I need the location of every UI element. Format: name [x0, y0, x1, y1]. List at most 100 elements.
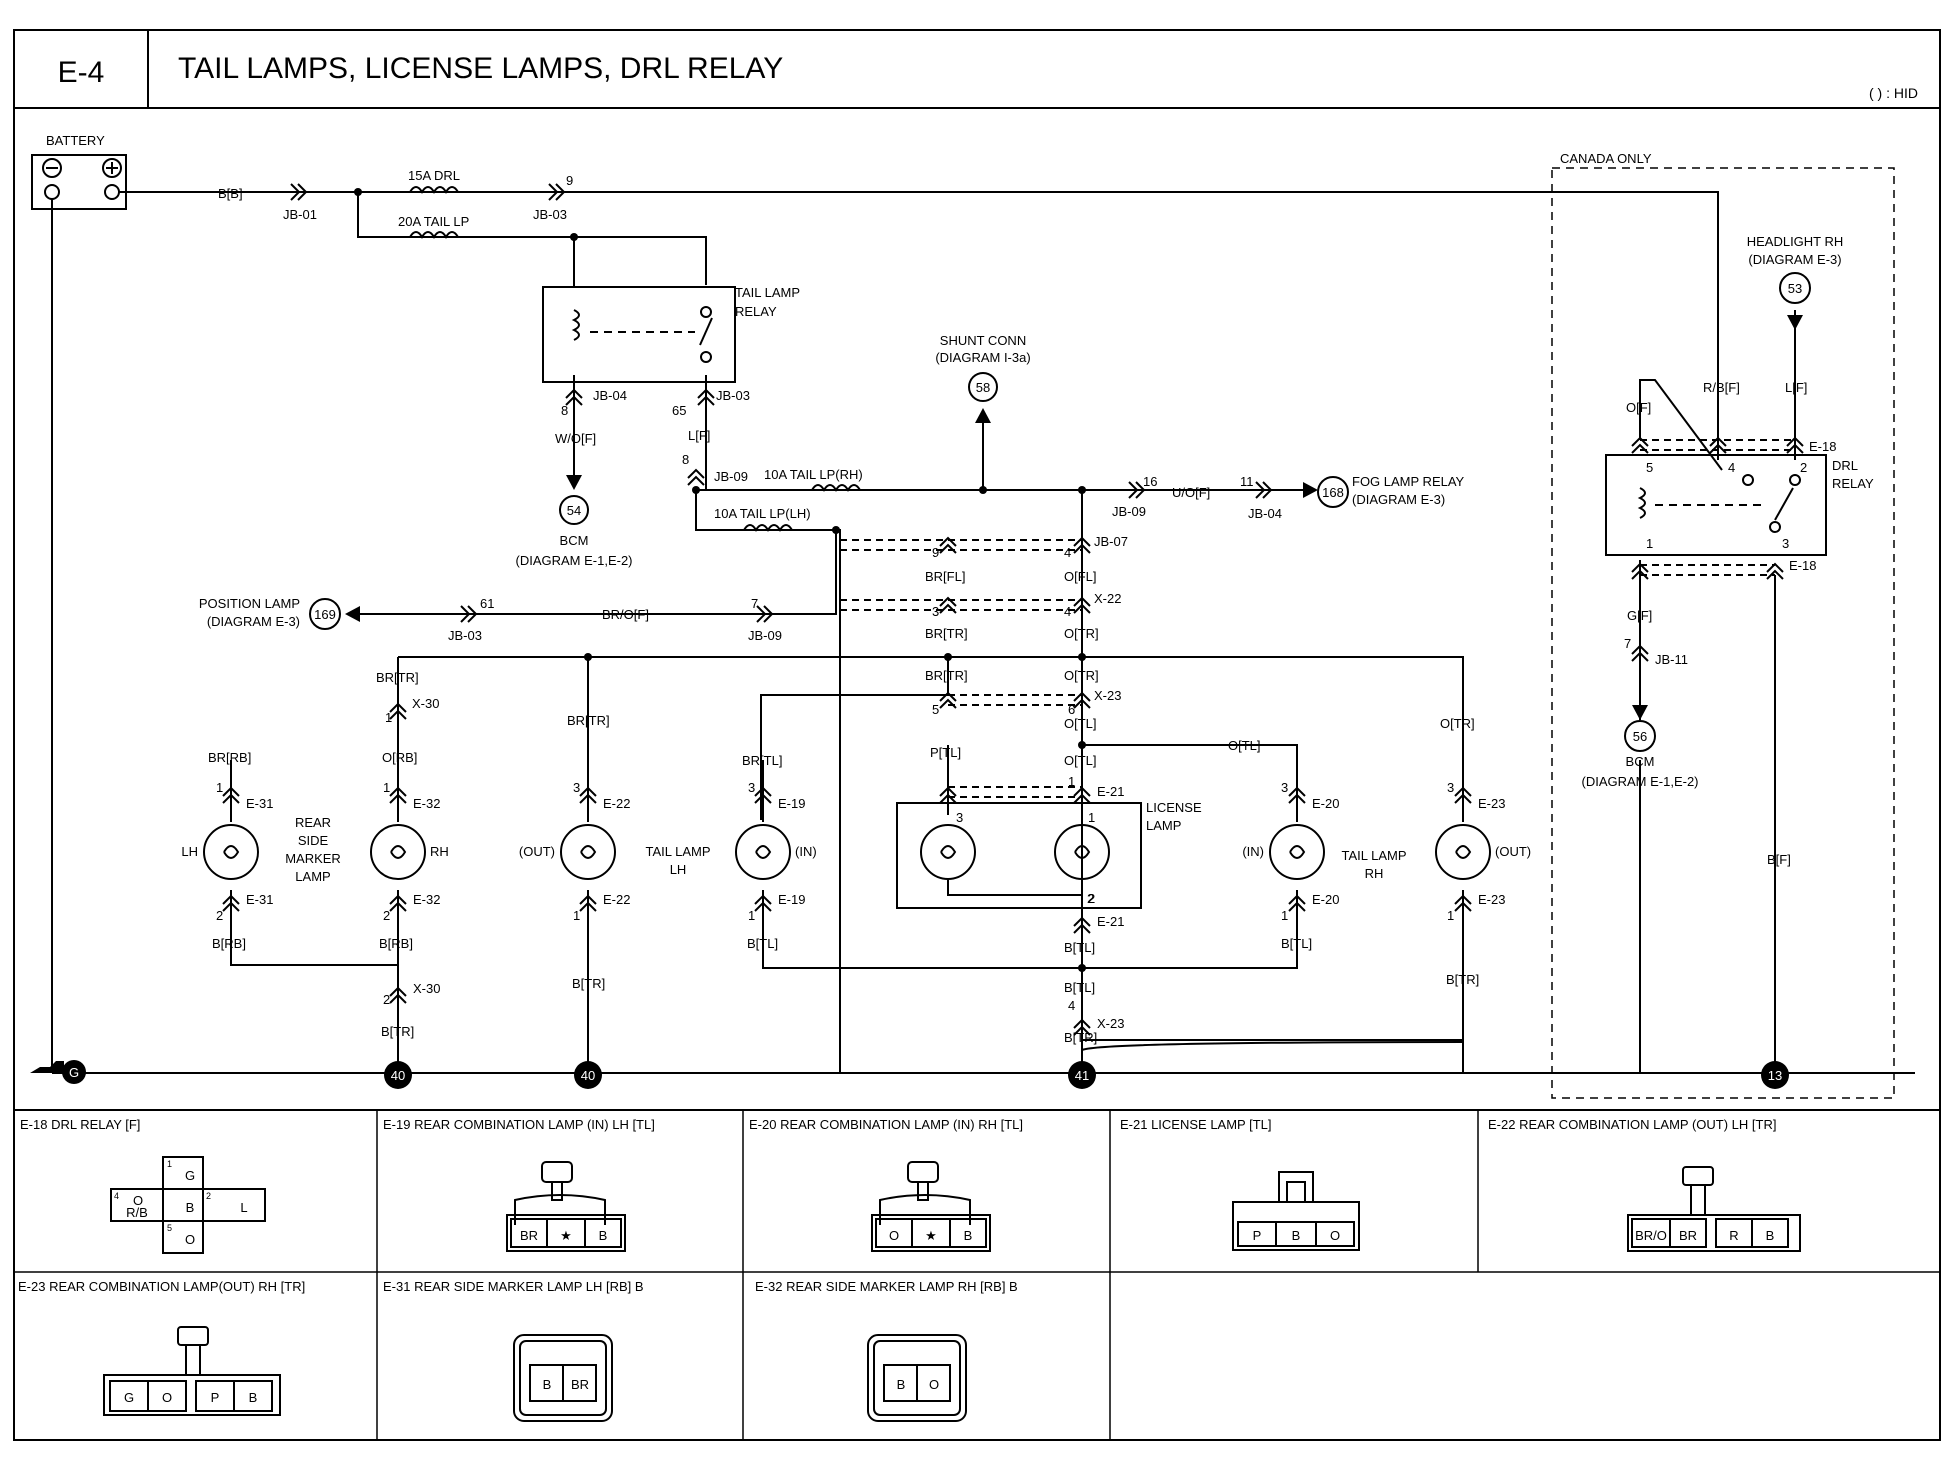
- inline-connector-11: [389, 786, 407, 804]
- wl-e18b: E-18: [1789, 558, 1816, 573]
- wl-jb07: JB-07: [1094, 534, 1128, 549]
- license-label-1: LICENSE: [1146, 800, 1202, 815]
- diagram-title: TAIL LAMPS, LICENSE LAMPS, DRL RELAY: [178, 52, 783, 85]
- fuse-10a-lh: [743, 524, 793, 532]
- lamp-e19: [735, 824, 791, 880]
- lamp-e32: [370, 824, 426, 880]
- wl-p16: 16: [1143, 474, 1157, 489]
- wl-p3e19: 3: [748, 780, 755, 795]
- wl-orb: O[RB]: [382, 750, 417, 765]
- wl-p4d: 4: [1728, 460, 1735, 475]
- tail-relay-label-2: RELAY: [735, 304, 777, 319]
- conn-e22-title: E-22 REAR COMBINATION LAMP (OUT) LH [TR]: [1488, 1117, 1776, 1132]
- inline-connector-26: [1073, 1018, 1091, 1036]
- e19-pin-1: B: [599, 1228, 608, 1243]
- wl-rbf: R/B[F]: [1703, 380, 1740, 395]
- fuse-tail-label: 20A TAIL LP: [398, 214, 469, 229]
- junction-dots: [354, 188, 1086, 972]
- rear-side-label-3: MARKER: [285, 851, 341, 866]
- wl-otr2: O[TR]: [1064, 668, 1099, 683]
- inline-connector-h-4: [1255, 481, 1273, 499]
- connector-links: [840, 439, 1795, 798]
- wl-p1e21: 1: [1068, 774, 1075, 789]
- wl-jb03b: JB-03: [716, 388, 750, 403]
- inline-connector-h-1: [548, 183, 566, 201]
- wl-btl2: B[TL]: [1064, 940, 1095, 955]
- wl-p11: 11: [1240, 474, 1254, 489]
- e18-pin-g: G: [185, 1168, 195, 1183]
- inline-connector-19: [389, 894, 407, 912]
- e18-num-5: 5: [167, 1223, 172, 1233]
- e20-pin-2: ★: [925, 1228, 937, 1243]
- wl-brfl: BR[FL]: [925, 569, 965, 584]
- wl-p1e32: 1: [383, 780, 390, 795]
- drl-relay-label-2: RELAY: [1832, 476, 1874, 491]
- ground-40a: 40: [391, 1068, 405, 1083]
- wl-e23b: E-23: [1478, 892, 1505, 907]
- wl-p1e20: 1: [1281, 908, 1288, 923]
- ground-13: 13: [1768, 1068, 1782, 1083]
- wl-p1e19: 1: [748, 908, 755, 923]
- wl-x23b: X-23: [1097, 1016, 1124, 1031]
- conn-e20-face: [871, 1161, 991, 1252]
- wl-wo: W/O[F]: [555, 431, 596, 446]
- wl-brtr4: BR[TR]: [567, 713, 610, 728]
- position-label-2: (DIAGRAM E-3): [207, 614, 300, 629]
- rear-side-label-2: SIDE: [298, 833, 329, 848]
- wl-p1e23: 1: [1447, 908, 1454, 923]
- wl-p3e23: 3: [1447, 780, 1454, 795]
- e22-pin-2: R: [1729, 1228, 1738, 1243]
- wl-brtl: BR[TL]: [742, 753, 782, 768]
- wl-jb09c: JB-09: [748, 628, 782, 643]
- headlight-label-1: HEADLIGHT RH: [1747, 234, 1844, 249]
- ref-168: 168: [1322, 485, 1344, 500]
- wl-jb09b: JB-09: [1112, 504, 1146, 519]
- wl-e20b: E-20: [1312, 892, 1339, 907]
- wl-of: O[F]: [1626, 400, 1651, 415]
- lamp-e22: [560, 824, 616, 880]
- tag-in-lh: (IN): [795, 844, 817, 859]
- inline-connectors: [222, 183, 1804, 1036]
- wl-brtr3: BR[TR]: [376, 670, 419, 685]
- conn-e18-face: [110, 1156, 266, 1254]
- wl-brtr1: BR[TR]: [925, 626, 968, 641]
- e21-pin-3: P: [1253, 1228, 1262, 1243]
- wl-p1e22: 1: [573, 908, 580, 923]
- drl-relay: [1605, 454, 1827, 556]
- lamp-license-3: [920, 824, 976, 880]
- wl-bb: B[B]: [218, 186, 243, 201]
- inline-connector-12: [579, 786, 597, 804]
- inline-connector-h-0: [290, 183, 308, 201]
- ref-54: 54: [567, 503, 581, 518]
- wires: [51, 191, 1915, 1074]
- ref-58: 58: [976, 380, 990, 395]
- wl-ptl: P[TL]: [930, 745, 961, 760]
- wl-p3d: 3: [1782, 536, 1789, 551]
- wl-p2e31: 2: [216, 908, 223, 923]
- wl-e22b: E-22: [603, 892, 630, 907]
- ground-g: G: [69, 1065, 79, 1080]
- e23-pin-2: P: [211, 1390, 220, 1405]
- e18-num-4: 4: [114, 1191, 119, 1201]
- wl-p7b: 7: [1624, 636, 1631, 651]
- inline-connector-21: [754, 894, 772, 912]
- wl-x23: X-23: [1094, 688, 1121, 703]
- conn-e19-title: E-19 REAR COMBINATION LAMP (IN) LH [TL]: [383, 1117, 655, 1132]
- headlight-label-2: (DIAGRAM E-3): [1748, 252, 1841, 267]
- ground-40b: 40: [581, 1068, 595, 1083]
- inline-connector-20: [579, 894, 597, 912]
- wl-lf: L[F]: [688, 428, 710, 443]
- hid-note: ( ) : HID: [1869, 85, 1918, 101]
- wl-p3lic: 3: [956, 810, 963, 825]
- fuse-10a-rh: [811, 484, 861, 492]
- wl-bf: B[F]: [1767, 852, 1791, 867]
- wl-e18a: E-18: [1809, 439, 1836, 454]
- battery-symbol: [31, 154, 127, 210]
- wl-e21a: E-21: [1097, 784, 1124, 799]
- wl-e22a: E-22: [603, 796, 630, 811]
- tag-out-rh: (OUT): [1495, 844, 1531, 859]
- wire-labels: B[B] JB-01 JB-03 9 8 JB-04 W/O[F] 65 JB-…: [208, 173, 1836, 1045]
- wl-e32a: E-32: [413, 796, 440, 811]
- inline-connector-4: [1073, 536, 1091, 554]
- fog-label-1: FOG LAMP RELAY: [1352, 474, 1465, 489]
